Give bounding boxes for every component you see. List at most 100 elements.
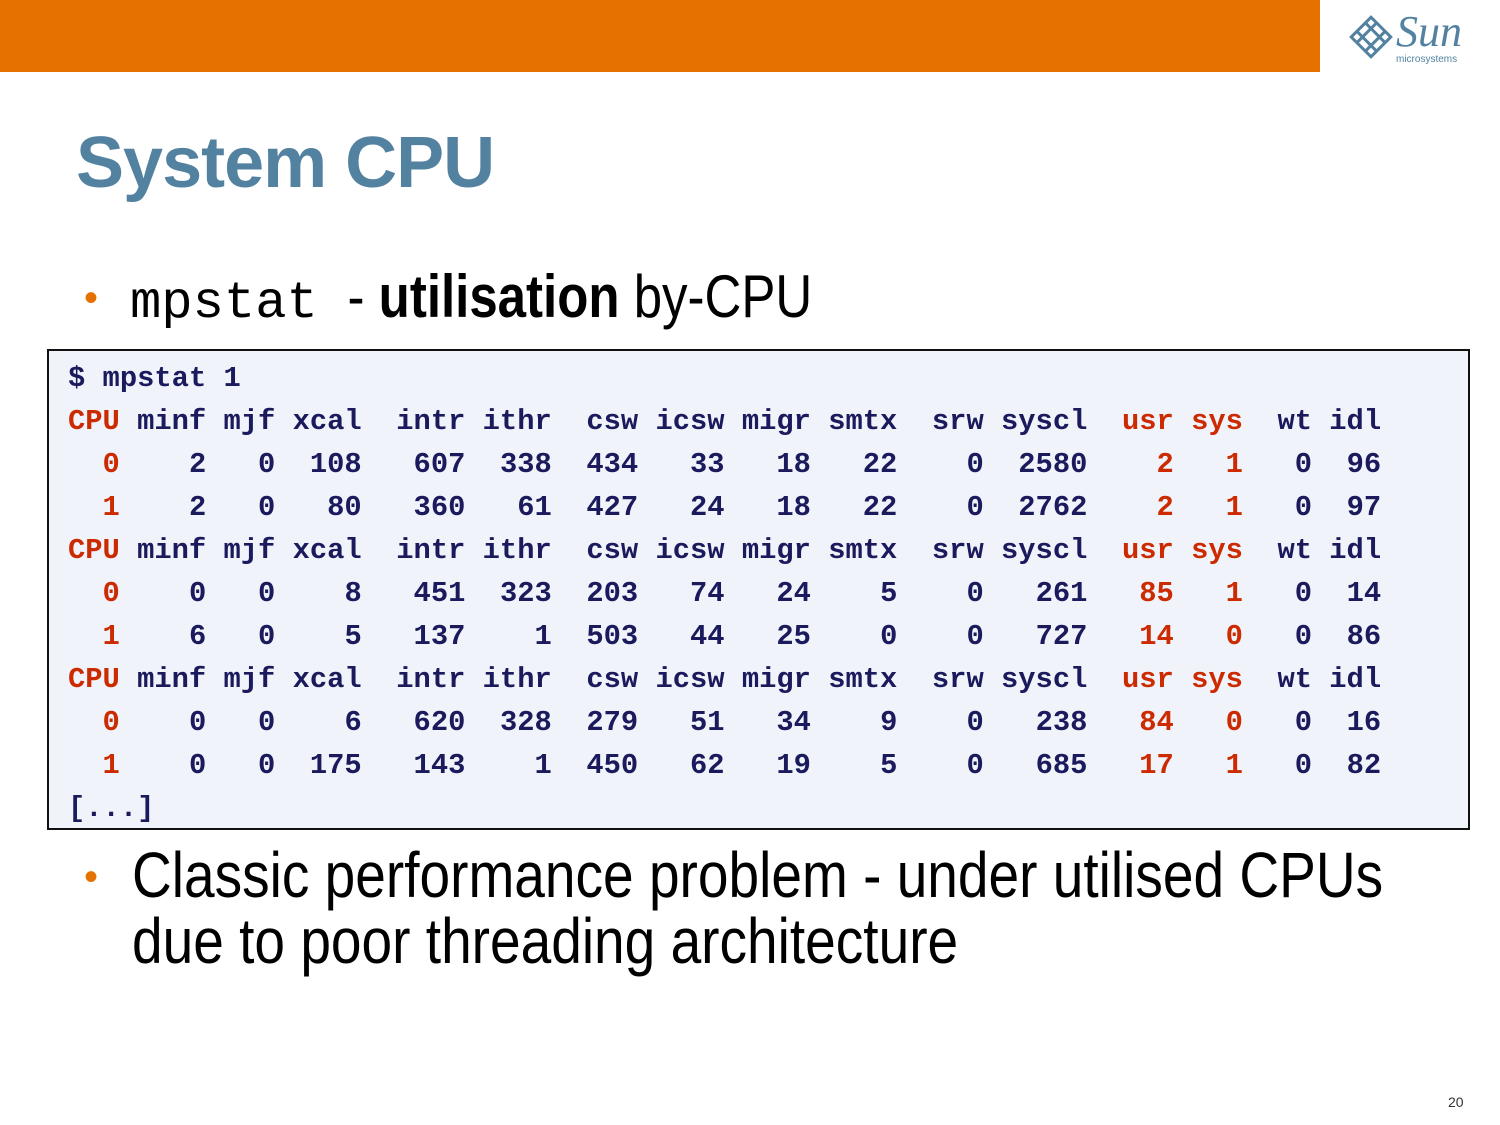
table-cell: 175	[309, 749, 362, 782]
command-name: mpstat	[130, 274, 318, 333]
column-header: ithr	[482, 405, 552, 438]
column-header: syscl	[1001, 405, 1088, 438]
column-header: srw	[931, 663, 984, 696]
table-cell: 6	[344, 706, 362, 739]
table-cell: 86	[1346, 620, 1382, 653]
table-cell: 44	[690, 620, 725, 653]
table-cell: 0	[1225, 706, 1243, 739]
table-cell: 451	[413, 577, 466, 610]
table-cell: 33	[690, 448, 725, 481]
table-cell: 323	[499, 577, 552, 610]
table-cell: 0	[258, 448, 276, 481]
table-cell: 0	[966, 620, 984, 653]
ellipsis: [...]	[68, 792, 155, 825]
column-header: smtx	[828, 405, 898, 438]
column-header: csw	[586, 405, 639, 438]
column-header: idl	[1329, 534, 1382, 567]
table-cell: 0	[188, 577, 207, 610]
table-cell: 19	[776, 749, 811, 782]
table-cell: 685	[1035, 749, 1088, 782]
table-cell: 1	[1225, 448, 1243, 481]
table-cell: 434	[586, 448, 639, 481]
table-cell: 18	[776, 491, 811, 524]
table-cell: 0	[258, 491, 276, 524]
column-header: csw	[586, 534, 639, 567]
table-cell: 80	[327, 491, 362, 524]
column-header: sys	[1191, 534, 1243, 567]
column-header: idl	[1329, 405, 1382, 438]
table-cell: 14	[1139, 620, 1174, 653]
table-cell: 108	[309, 448, 362, 481]
column-header: migr	[741, 663, 811, 696]
table-cell: 450	[586, 749, 639, 782]
table-cell: 51	[690, 706, 725, 739]
separator: -	[333, 263, 379, 330]
table-cell: 9	[880, 706, 898, 739]
bullet-classic-problem: Classic performance problem - under util…	[132, 842, 1383, 974]
table-cell: 74	[690, 577, 725, 610]
column-header: xcal	[292, 405, 362, 438]
table-cell: 203	[586, 577, 639, 610]
table-cell: 620	[413, 706, 466, 739]
table-cell: 2	[188, 448, 207, 481]
column-header: intr	[396, 663, 466, 696]
sun-diamond-icon	[1349, 15, 1393, 59]
column-header: mjf	[223, 663, 276, 696]
table-cell: 0	[1294, 706, 1313, 739]
column-header: sys	[1191, 663, 1243, 696]
table-cell: 261	[1035, 577, 1088, 610]
bullet-rest: by-CPU	[619, 263, 813, 330]
table-cell: 0	[1294, 491, 1313, 524]
bullet2-line1: Classic performance problem - under util…	[132, 839, 1384, 911]
logo-sub: microsystems	[1396, 54, 1458, 65]
logo-word: Sun	[1396, 7, 1462, 56]
table-cell: 1	[1225, 577, 1243, 610]
header-bar-curve	[1290, 0, 1314, 72]
table-cell: 62	[690, 749, 725, 782]
column-header: minf	[137, 405, 207, 438]
table-cell: 1	[102, 749, 120, 782]
table-cell: 18	[776, 448, 811, 481]
column-header: minf	[137, 663, 207, 696]
table-cell: 2762	[1018, 491, 1088, 524]
table-cell: 2	[1156, 491, 1174, 524]
table-cell: 0	[966, 491, 984, 524]
column-header: CPU	[68, 534, 120, 567]
table-cell: 0	[102, 577, 120, 610]
table-cell: 1	[534, 749, 552, 782]
table-cell: 17	[1139, 749, 1174, 782]
table-cell: 8	[344, 577, 362, 610]
bullet-mpstat: mpstat - utilisation by-CPU	[130, 262, 812, 333]
table-cell: 84	[1139, 706, 1174, 739]
table-cell: 0	[1294, 620, 1313, 653]
table-cell: 607	[413, 448, 466, 481]
column-header: csw	[586, 663, 639, 696]
column-header: mjf	[223, 405, 276, 438]
bold-text: utilisation	[378, 263, 620, 330]
table-cell: 1	[1225, 491, 1243, 524]
table-cell: 727	[1035, 620, 1088, 653]
table-cell: 96	[1346, 448, 1382, 481]
column-header: wt	[1277, 534, 1313, 567]
table-cell: 0	[258, 620, 276, 653]
column-header: intr	[396, 405, 466, 438]
table-cell: 1	[534, 620, 552, 653]
table-cell: 0	[188, 706, 207, 739]
column-header: usr	[1121, 405, 1174, 438]
table-cell: 0	[880, 620, 898, 653]
table-cell: 338	[499, 448, 552, 481]
table-cell: 0	[966, 448, 984, 481]
sun-logo: Sun microsystems	[1348, 7, 1478, 72]
table-cell: 0	[1294, 577, 1313, 610]
table-cell: 5	[344, 620, 362, 653]
table-cell: 61	[517, 491, 552, 524]
column-header: wt	[1277, 663, 1313, 696]
